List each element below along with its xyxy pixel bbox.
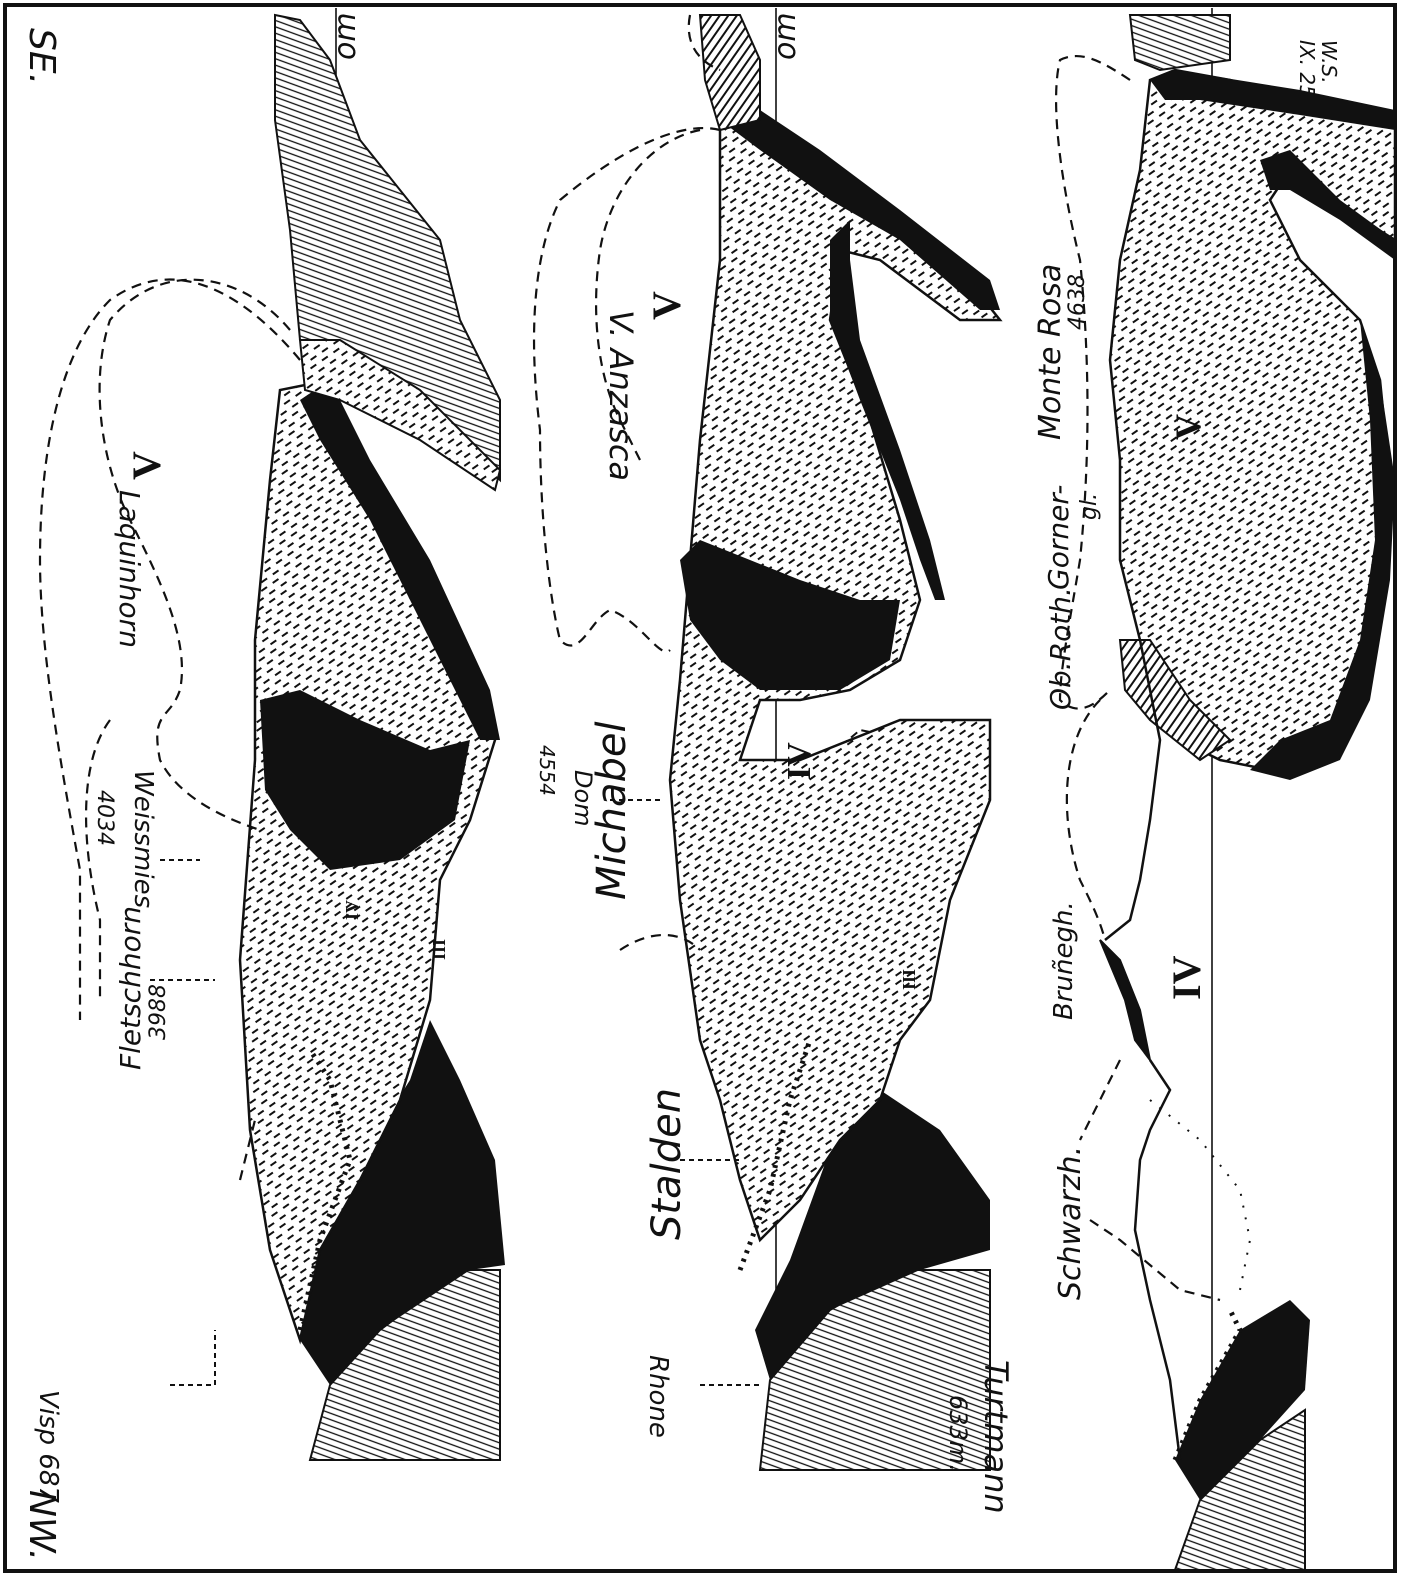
cross-line-3 — [1150, 1100, 1250, 1290]
om-label-1: om — [328, 12, 363, 60]
v-anzasca-label: V. Anzasca — [602, 310, 640, 481]
gorner-label: Gorner- — [1042, 485, 1075, 590]
cover-hatch-3 — [1130, 15, 1230, 70]
cover-hatch-2 — [700, 15, 760, 130]
turtmann-height: 633m. — [944, 1395, 972, 1472]
weissmies-height: 4034 — [92, 790, 117, 846]
nappe-iii-label-1: III — [429, 939, 449, 960]
nappe-iv-label-1: IV — [342, 900, 362, 920]
laquinhorn-label: Laquinhorn — [113, 490, 146, 648]
fletschhorn-height: 3988 — [146, 984, 171, 1040]
monte-rosa-height: 4638 — [1065, 274, 1090, 330]
nappe-v-label-1: V — [124, 451, 169, 480]
visp-label: Visp 687 — [33, 1390, 63, 1503]
rhone-label: Rhone — [643, 1355, 673, 1438]
dom-label: Dom — [569, 770, 597, 827]
corner-note-2: IX. 25 — [1295, 40, 1319, 98]
eroded-outline-3c — [1090, 1220, 1220, 1300]
orientation-se: SE. — [21, 28, 62, 85]
profile-1: om V IV III Laquinhorn Weissmies 4034 Fl… — [33, 8, 505, 1503]
weissmies-label: Weissmies — [128, 770, 158, 908]
nappe-iv-label-3: IV — [1164, 955, 1209, 1000]
schwarzh-label: Schwarzh. — [1053, 1146, 1088, 1300]
label-leaders-1 — [150, 860, 215, 1385]
monte-rosa-label: Monte Rosa — [1033, 264, 1068, 440]
nappe-v-label-3: V — [1168, 414, 1208, 440]
dom-height: 4554 — [535, 745, 559, 796]
turtmann-label: Turtmann — [977, 1360, 1015, 1514]
fletschhorn-label: Fletschhorn — [114, 906, 147, 1070]
bruneggh-label: Bruñegh. — [1049, 901, 1079, 1020]
nappe-iv-label-2: IV — [781, 742, 818, 780]
om-label-2: om — [768, 12, 803, 60]
bruneggh-lens-3 — [1100, 940, 1150, 1060]
nappe-iii-label-2: III — [899, 969, 919, 990]
gorner-label-2: gl. — [1077, 493, 1102, 520]
ob-rothh-label: Ob.Roth. — [1044, 587, 1077, 710]
eroded-outline-1c — [86, 720, 110, 1000]
stalden-label: Stalden — [644, 1088, 690, 1240]
nappe-v-label-2: V — [644, 291, 689, 320]
corner-note-1: W.S. — [1317, 40, 1341, 84]
profile-2: om V IV III V. Anzasca Michabel Dom 4554… — [534, 8, 1000, 1470]
orientation-nw: NW. — [21, 1490, 62, 1561]
profile-3: W.S. IX. 25 V IV Monte Rosa 4638 Gorner-… — [944, 8, 1395, 1570]
